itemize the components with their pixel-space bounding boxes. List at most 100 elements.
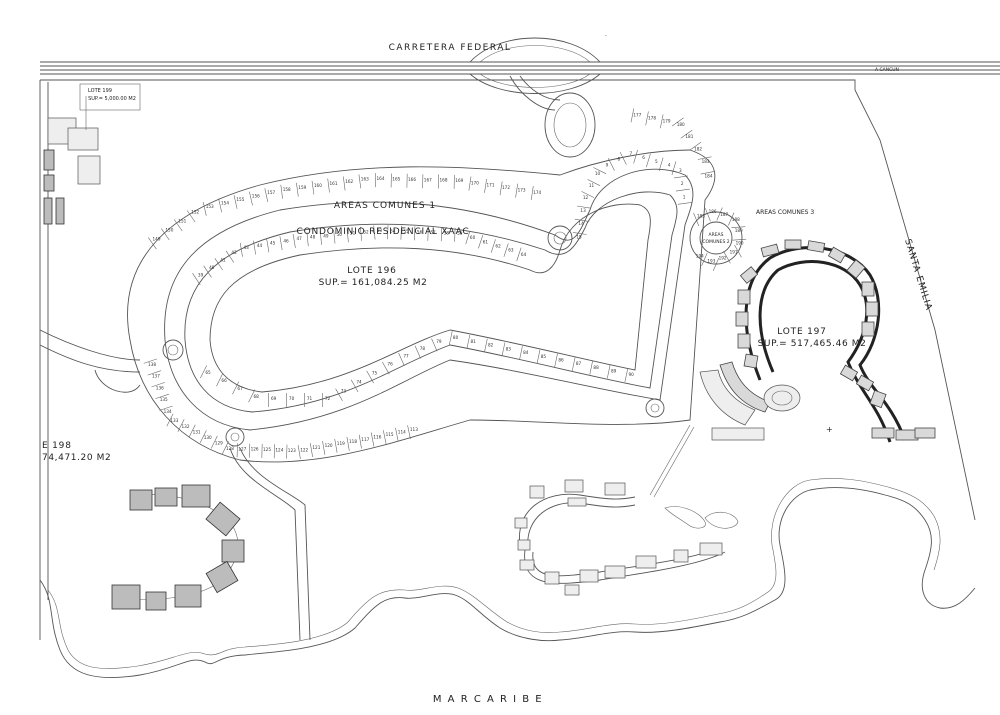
lot-number: 132 [182,424,190,429]
lot-divider [589,360,593,375]
lot-divider [210,435,218,449]
lot-number: 85 [541,354,547,359]
villa-building [221,539,245,563]
lot-number: 52 [363,229,369,234]
lot-number: 14 [578,221,584,226]
lot-number: 43 [244,245,250,250]
lot-divider [161,228,170,241]
lot-divider [674,175,688,179]
lot-number: 7 [629,151,632,156]
lot-divider [619,151,627,165]
lot-divider [705,208,711,222]
lot-number: 60 [470,235,476,240]
villa-building [737,289,751,305]
lot-number: 41 [220,257,226,262]
lot-divider [148,237,157,250]
lot-number: 188 [732,217,740,222]
villa-building [564,479,584,493]
lot-number: 156 [252,193,260,198]
lot-divider [731,226,746,228]
lot-divider [671,161,677,175]
lot-divider [346,436,350,451]
villa-building [855,374,875,392]
villa-building [869,389,887,409]
lot-number: 80 [453,335,459,340]
lote-197-area: SUP.= 517,465.46 M2 [758,339,867,349]
villa-building [205,501,241,537]
villa-building [737,333,751,349]
lot-number: 48 [310,235,316,240]
lot-divider [319,230,322,245]
lot-number: 135 [160,397,168,402]
lot-divider [395,427,399,442]
lot-divider [530,186,534,201]
lot-number: 61 [483,239,489,244]
lot-divider [151,382,165,388]
lot-number: 164 [377,176,385,181]
lot-divider [478,235,484,249]
lot-divider [414,226,416,241]
lot-divider [200,365,207,379]
villa-building [564,584,580,596]
lot-divider [468,176,472,191]
lot-divider [658,157,664,172]
villa-building [567,497,587,507]
lote-199-title: LOTE 199 [88,88,112,94]
lot-divider [266,238,270,253]
lot-number: 63 [508,248,514,253]
villa-building [784,239,802,250]
lot-divider [646,153,651,168]
villa-building [514,517,528,529]
lot-divider [173,219,183,232]
lote-196-title: LOTE 196 [347,266,396,276]
lot-number: 2 [681,181,684,186]
lot-number: 121 [312,445,320,450]
lot-number: 47 [297,236,303,241]
lot-number: 162 [345,179,353,184]
lot-number: 179 [663,118,671,123]
lot-number: 70 [289,396,295,401]
lot-number: 50 [337,232,343,237]
lot-divider [310,443,313,457]
lot-number: 187 [720,212,728,217]
lot-number: 194 [696,254,704,259]
lot-divider [503,243,509,257]
lot-divider [490,239,496,253]
lot-number: 79 [436,339,442,344]
lot-number: 73 [341,388,347,393]
areas-comunes-2 [689,211,743,265]
lot-number: 65 [205,370,211,375]
lot-number: 78 [420,346,426,351]
lot-number: 136 [156,385,164,390]
lot-divider [515,183,518,198]
marker-cross: · [605,33,607,40]
lot-divider [159,405,173,411]
lot-number: 190 [736,241,744,246]
lot-number: 172 [502,185,510,190]
villa-building [743,353,759,369]
lot-divider [177,419,185,432]
villa-building [154,487,178,507]
lot-number: 123 [288,448,296,453]
lot-divider [716,207,723,221]
lot-number: 84 [523,350,529,355]
lot-number: 193 [707,259,715,264]
lot-number: 76 [387,362,393,367]
lot-divider [225,250,235,263]
areas-comunes-1-label: AREAS COMUNES 1 [334,201,436,211]
lot-number: 182 [694,146,702,151]
lot-divider [723,251,731,264]
lot-number: 149 [153,237,161,242]
lot-number: 116 [373,435,381,440]
lot-divider [383,430,387,444]
lote-198-area: 74,471.20 M2 [42,453,111,463]
lot-number: 69 [271,396,277,401]
lot-divider [166,413,174,427]
santa-emilia-label: SANTA EMILIA [902,238,933,312]
lot-divider [382,361,390,375]
lot-number: 51 [350,231,356,236]
lot-divider [675,188,690,192]
lote-197-complex [649,239,936,498]
villa-building [129,489,153,511]
lot-divider [571,357,576,372]
